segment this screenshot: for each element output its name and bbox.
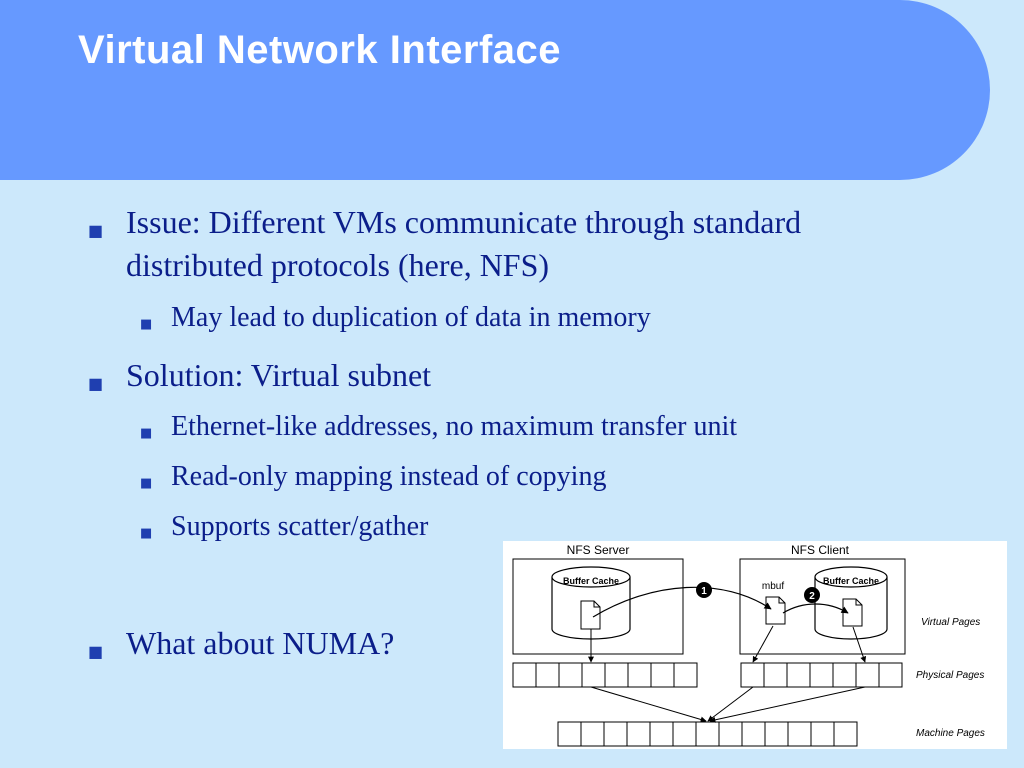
bullet-marker-icon: ■ — [88, 221, 104, 240]
virtual-to-physical-arrows — [588, 625, 867, 663]
nfs-server-box — [512, 558, 684, 655]
nfs-client-box — [739, 558, 906, 655]
machine-pages — [557, 721, 858, 747]
nfs-diagram: NFS Server Buffer Cache NFS Client Buffe… — [503, 541, 1007, 749]
server-buffer-cache-label: Buffer Cache — [563, 576, 619, 586]
bullet-marker-icon: ■ — [140, 526, 153, 541]
bullet-text: What about NUMA? — [126, 625, 395, 661]
bullet-marker-icon: ■ — [88, 374, 104, 393]
mbuf-label: mbuf — [762, 581, 784, 592]
sub-bullet-duplication: ■ May lead to duplication of data in mem… — [140, 301, 900, 335]
step-1-label: 1 — [701, 586, 707, 597]
bullet-marker-icon: ■ — [140, 317, 153, 332]
sub-bullet-readonly: ■ Read-only mapping instead of copying — [140, 460, 900, 494]
bullet-text: Read-only mapping instead of copying — [171, 461, 607, 492]
bullet-marker-icon: ■ — [88, 642, 104, 661]
header-band — [0, 0, 990, 180]
bullet-text: Solution: Virtual subnet — [126, 357, 432, 393]
client-buffer-cache-label: Buffer Cache — [823, 576, 879, 586]
bullet-marker-icon: ■ — [140, 426, 153, 441]
nfs-server-label: NFS Server — [567, 543, 630, 557]
physical-pages-label: Physical Pages — [916, 670, 984, 681]
bullet-marker-icon: ■ — [140, 476, 153, 491]
client-page-icon — [842, 598, 863, 627]
virtual-pages-label: Virtual Pages — [921, 617, 980, 628]
physical-to-machine-arrows — [590, 686, 866, 723]
bullet-text: Issue: Different VMs communicate through… — [126, 204, 802, 283]
bullet-text: Supports scatter/gather — [171, 511, 429, 542]
slide-title: Virtual Network Interface — [78, 28, 562, 72]
server-page-icon — [580, 600, 601, 630]
sub-bullet-ethernet: ■ Ethernet-like addresses, no maximum tr… — [140, 410, 900, 444]
bullet-numa: ■ What about NUMA? — [88, 622, 848, 665]
sub-bullet-scatter: ■ Supports scatter/gather — [140, 510, 900, 544]
mbuf-page-icon — [765, 596, 786, 625]
server-physical-pages — [512, 662, 698, 688]
step-2-badge — [804, 587, 820, 603]
bullet-issue: ■ Issue: Different VMs communicate throu… — [88, 201, 848, 287]
machine-pages-label: Machine Pages — [916, 728, 985, 739]
step-2-label: 2 — [809, 591, 815, 602]
copy-arrow-1 — [592, 586, 772, 618]
step-1-badge — [696, 582, 712, 598]
bullet-solution: ■ Solution: Virtual subnet — [88, 354, 848, 397]
client-physical-pages — [740, 662, 903, 688]
nfs-client-label: NFS Client — [791, 543, 850, 557]
bullet-text: May lead to duplication of data in memor… — [171, 302, 651, 333]
bullet-text: Ethernet-like addresses, no maximum tran… — [171, 411, 738, 442]
copy-arrow-2 — [782, 603, 849, 614]
